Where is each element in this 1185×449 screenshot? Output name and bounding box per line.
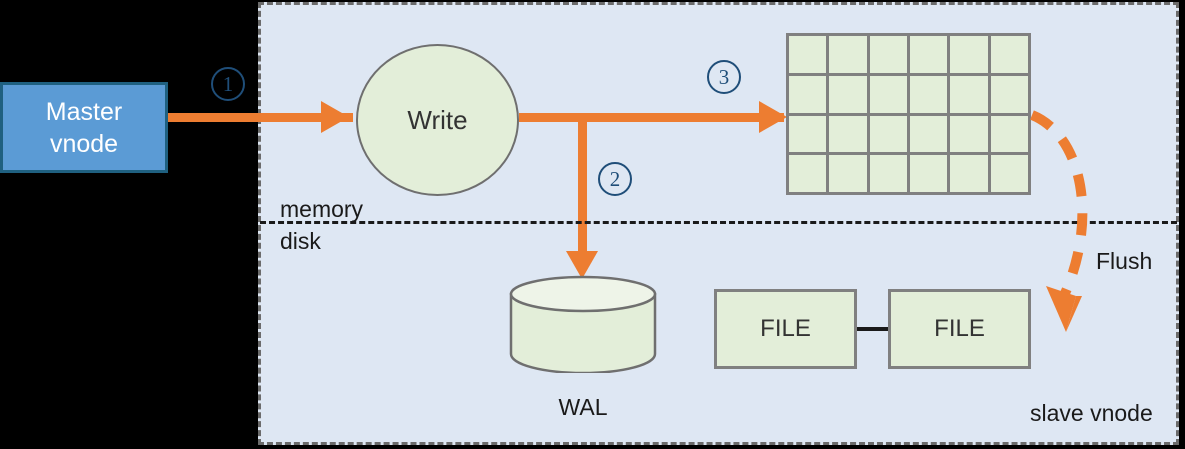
memory-table-cell (909, 155, 948, 192)
flush-label: Flush (1096, 248, 1153, 274)
file-box-1-label: FILE (760, 315, 811, 342)
flush-curve-icon (1029, 110, 1088, 332)
memory-table-cell (950, 115, 988, 153)
file-box-2-label: FILE (934, 315, 985, 342)
memory-table-cell (990, 155, 1028, 192)
wal-cylinder[interactable] (509, 275, 657, 375)
arrow-write-to-memgrid-head-icon (759, 101, 787, 133)
memory-table-cell (829, 155, 867, 192)
file-box-2[interactable]: FILE (888, 289, 1031, 369)
memory-table-cell (869, 36, 907, 73)
memory-table-cell (909, 115, 948, 153)
memory-table-cell (789, 75, 827, 113)
memory-table-cell (829, 36, 867, 73)
file-box-1[interactable]: FILE (714, 289, 857, 369)
memory-table-cell (829, 75, 867, 113)
step-badge-3: 3 (707, 60, 741, 94)
step-badge-2: 2 (598, 162, 632, 196)
memory-table-cell (869, 155, 907, 192)
memory-disk-divider (260, 221, 1177, 224)
wal-label: WAL (558, 394, 608, 420)
memory-table-grid (786, 33, 1031, 195)
memory-tier-label: memory (280, 196, 364, 222)
memory-table-cell (990, 36, 1028, 73)
memory-table-cell (909, 36, 948, 73)
memory-table-cell (950, 75, 988, 113)
master-vnode-label-line1: Master (45, 97, 123, 126)
disk-tier-label: disk (280, 228, 321, 254)
memory-table-cell (789, 115, 827, 153)
master-vnode-label-line2: vnode (49, 129, 119, 158)
write-node[interactable]: Write (356, 44, 519, 196)
memory-table-cell (869, 115, 907, 153)
flush-arrow (1010, 100, 1180, 350)
arrow-master-to-write-shaft (168, 113, 353, 122)
step-badge-1: 1 (211, 67, 245, 101)
write-node-label: Write (407, 104, 468, 135)
file-connector-line (857, 327, 888, 331)
memory-table-cell (990, 75, 1028, 113)
arrow-write-to-memgrid-shaft (519, 113, 784, 122)
memory-table-cell (789, 155, 827, 192)
arrow-master-to-write-head-icon (321, 101, 349, 133)
cylinder-icon (509, 275, 657, 375)
memory-table-cell (909, 75, 948, 113)
slave-vnode-label: slave vnode (1030, 400, 1153, 426)
memory-table-cell (990, 115, 1028, 153)
arrow-write-to-wal-head-icon (566, 251, 598, 279)
memory-table-cell (789, 36, 827, 73)
memory-table-cell (829, 115, 867, 153)
arrow-write-to-wal-shaft (578, 117, 587, 265)
memory-table-cell (869, 75, 907, 113)
memory-table-cell (950, 155, 988, 192)
master-vnode-box[interactable]: Master vnode (0, 82, 168, 173)
memory-table-cell (950, 36, 988, 73)
